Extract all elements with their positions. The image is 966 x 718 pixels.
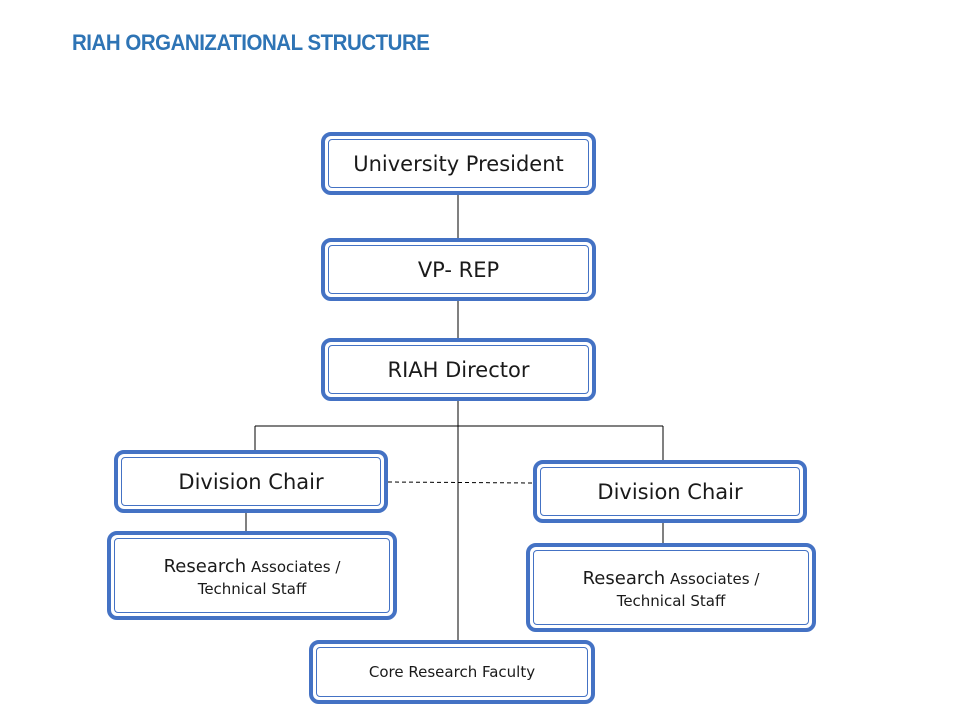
node-label: Division Chair — [540, 467, 800, 516]
node-label-line1: Research Associates / — [164, 554, 341, 580]
node-label: University President — [328, 139, 589, 188]
page-title: RIAH ORGANIZATIONAL STRUCTURE — [72, 30, 430, 55]
node-riah-director: RIAH Director — [321, 338, 596, 401]
line-dashed-chairs — [387, 481, 534, 484]
label-research: Research — [582, 567, 666, 589]
node-label: Core Research Faculty — [316, 647, 588, 697]
node-research-associates-right: Research Associates / Technical Staff — [526, 543, 816, 632]
node-label-line1: Research Associates / — [583, 566, 760, 592]
node-core-research-faculty: Core Research Faculty — [309, 640, 595, 704]
node-label: Research Associates / Technical Staff — [114, 538, 390, 613]
node-label: RIAH Director — [328, 345, 589, 394]
node-university-president: University President — [321, 132, 596, 195]
node-vp-rep: VP- REP — [321, 238, 596, 301]
node-label: Division Chair — [121, 457, 381, 506]
label-associates: Associates / — [665, 569, 760, 588]
label-associates: Associates / — [246, 557, 341, 576]
node-research-associates-left: Research Associates / Technical Staff — [107, 531, 397, 620]
node-label-line2: Technical Staff — [197, 579, 307, 598]
node-division-chair-left: Division Chair — [114, 450, 388, 513]
label-research: Research — [163, 555, 247, 577]
node-division-chair-right: Division Chair — [533, 460, 807, 523]
node-label: VP- REP — [328, 245, 589, 294]
node-label-line2: Technical Staff — [616, 591, 726, 610]
node-label: Research Associates / Technical Staff — [533, 550, 809, 625]
